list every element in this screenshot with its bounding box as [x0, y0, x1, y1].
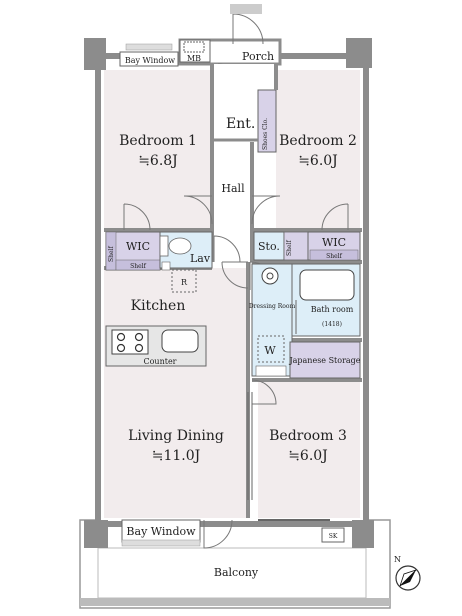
north-label: N	[394, 555, 401, 564]
porch-area	[178, 4, 282, 91]
bay-window-bottom	[121, 519, 330, 547]
shelf-left-vertical-label: Shelf	[108, 246, 115, 262]
washer-label: W	[264, 344, 276, 357]
bedroom1-floor	[104, 70, 212, 230]
dressing-room-label: Dressing Room	[249, 303, 296, 310]
bedroom1-size: ≒6.8J	[138, 153, 178, 169]
lav-area	[159, 231, 213, 271]
wall-corner-bl	[84, 520, 108, 548]
bay-window-bottom-label: Bay Window	[126, 525, 196, 538]
bedroom3-size: ≒6.0J	[288, 448, 328, 464]
wall-corner-br	[352, 520, 374, 548]
wall-corner-tl	[84, 38, 106, 70]
entrance-label: Ent.	[226, 116, 255, 132]
north-compass-icon: N	[394, 555, 421, 591]
bedroom3-name: Bedroom 3	[269, 428, 347, 444]
mb-label: MB	[187, 54, 201, 63]
japanese-storage-label: Japanese Storage	[288, 356, 360, 365]
hall-floor	[212, 140, 252, 260]
bathroom-size-label: (1418)	[322, 321, 342, 328]
shelf-right-vertical-label: Shelf	[286, 240, 293, 256]
bay-window-top	[119, 43, 179, 67]
living-floor	[104, 268, 246, 518]
counter-label: Counter	[143, 357, 176, 366]
japanese-storage	[289, 341, 361, 379]
shelf-left-bottom-label: Shelf	[130, 263, 146, 270]
living-dining-name: Living Dining	[128, 428, 224, 444]
living-dining-size: ≒11.0J	[152, 448, 201, 464]
wall-corner-tr	[346, 38, 372, 68]
kitchen-label: Kitchen	[131, 298, 186, 314]
bedroom2-floor	[276, 70, 360, 230]
hall-label: Hall	[221, 182, 245, 195]
door-swings	[123, 195, 349, 549]
bay-window-top-label: Bay Window	[125, 56, 175, 65]
shelf-right-bottom-label: Shelf	[326, 253, 342, 260]
washstand	[255, 365, 287, 377]
refrigerator	[171, 269, 197, 293]
dressing-room	[251, 263, 293, 377]
sliding-door	[247, 392, 253, 500]
wic-right-label: WIC	[322, 236, 346, 249]
refrigerator-label: R	[181, 278, 188, 287]
bedroom2-name: Bedroom 2	[279, 133, 357, 149]
bathroom-label: Bath room	[311, 305, 354, 314]
shoes-closet	[257, 89, 277, 153]
bedroom3-floor	[258, 380, 360, 518]
wic-left-label: WIC	[126, 240, 150, 253]
wic-right	[253, 231, 361, 261]
sto-label: Sto.	[258, 240, 280, 253]
porch-label: Porch	[242, 50, 274, 63]
kitchen-counter	[105, 325, 207, 367]
bedroom2-size: ≒6.0J	[298, 153, 338, 169]
wic-left	[105, 231, 161, 271]
sk-box	[321, 527, 345, 543]
sk-label: SK	[329, 533, 338, 540]
lav-label: Lav	[190, 252, 211, 265]
shoes-closet-label: Shoes Clo.	[262, 118, 269, 150]
bedroom1-name: Bedroom 1	[119, 133, 197, 149]
balcony-label: Balcony	[214, 566, 259, 579]
bathroom	[291, 263, 361, 337]
